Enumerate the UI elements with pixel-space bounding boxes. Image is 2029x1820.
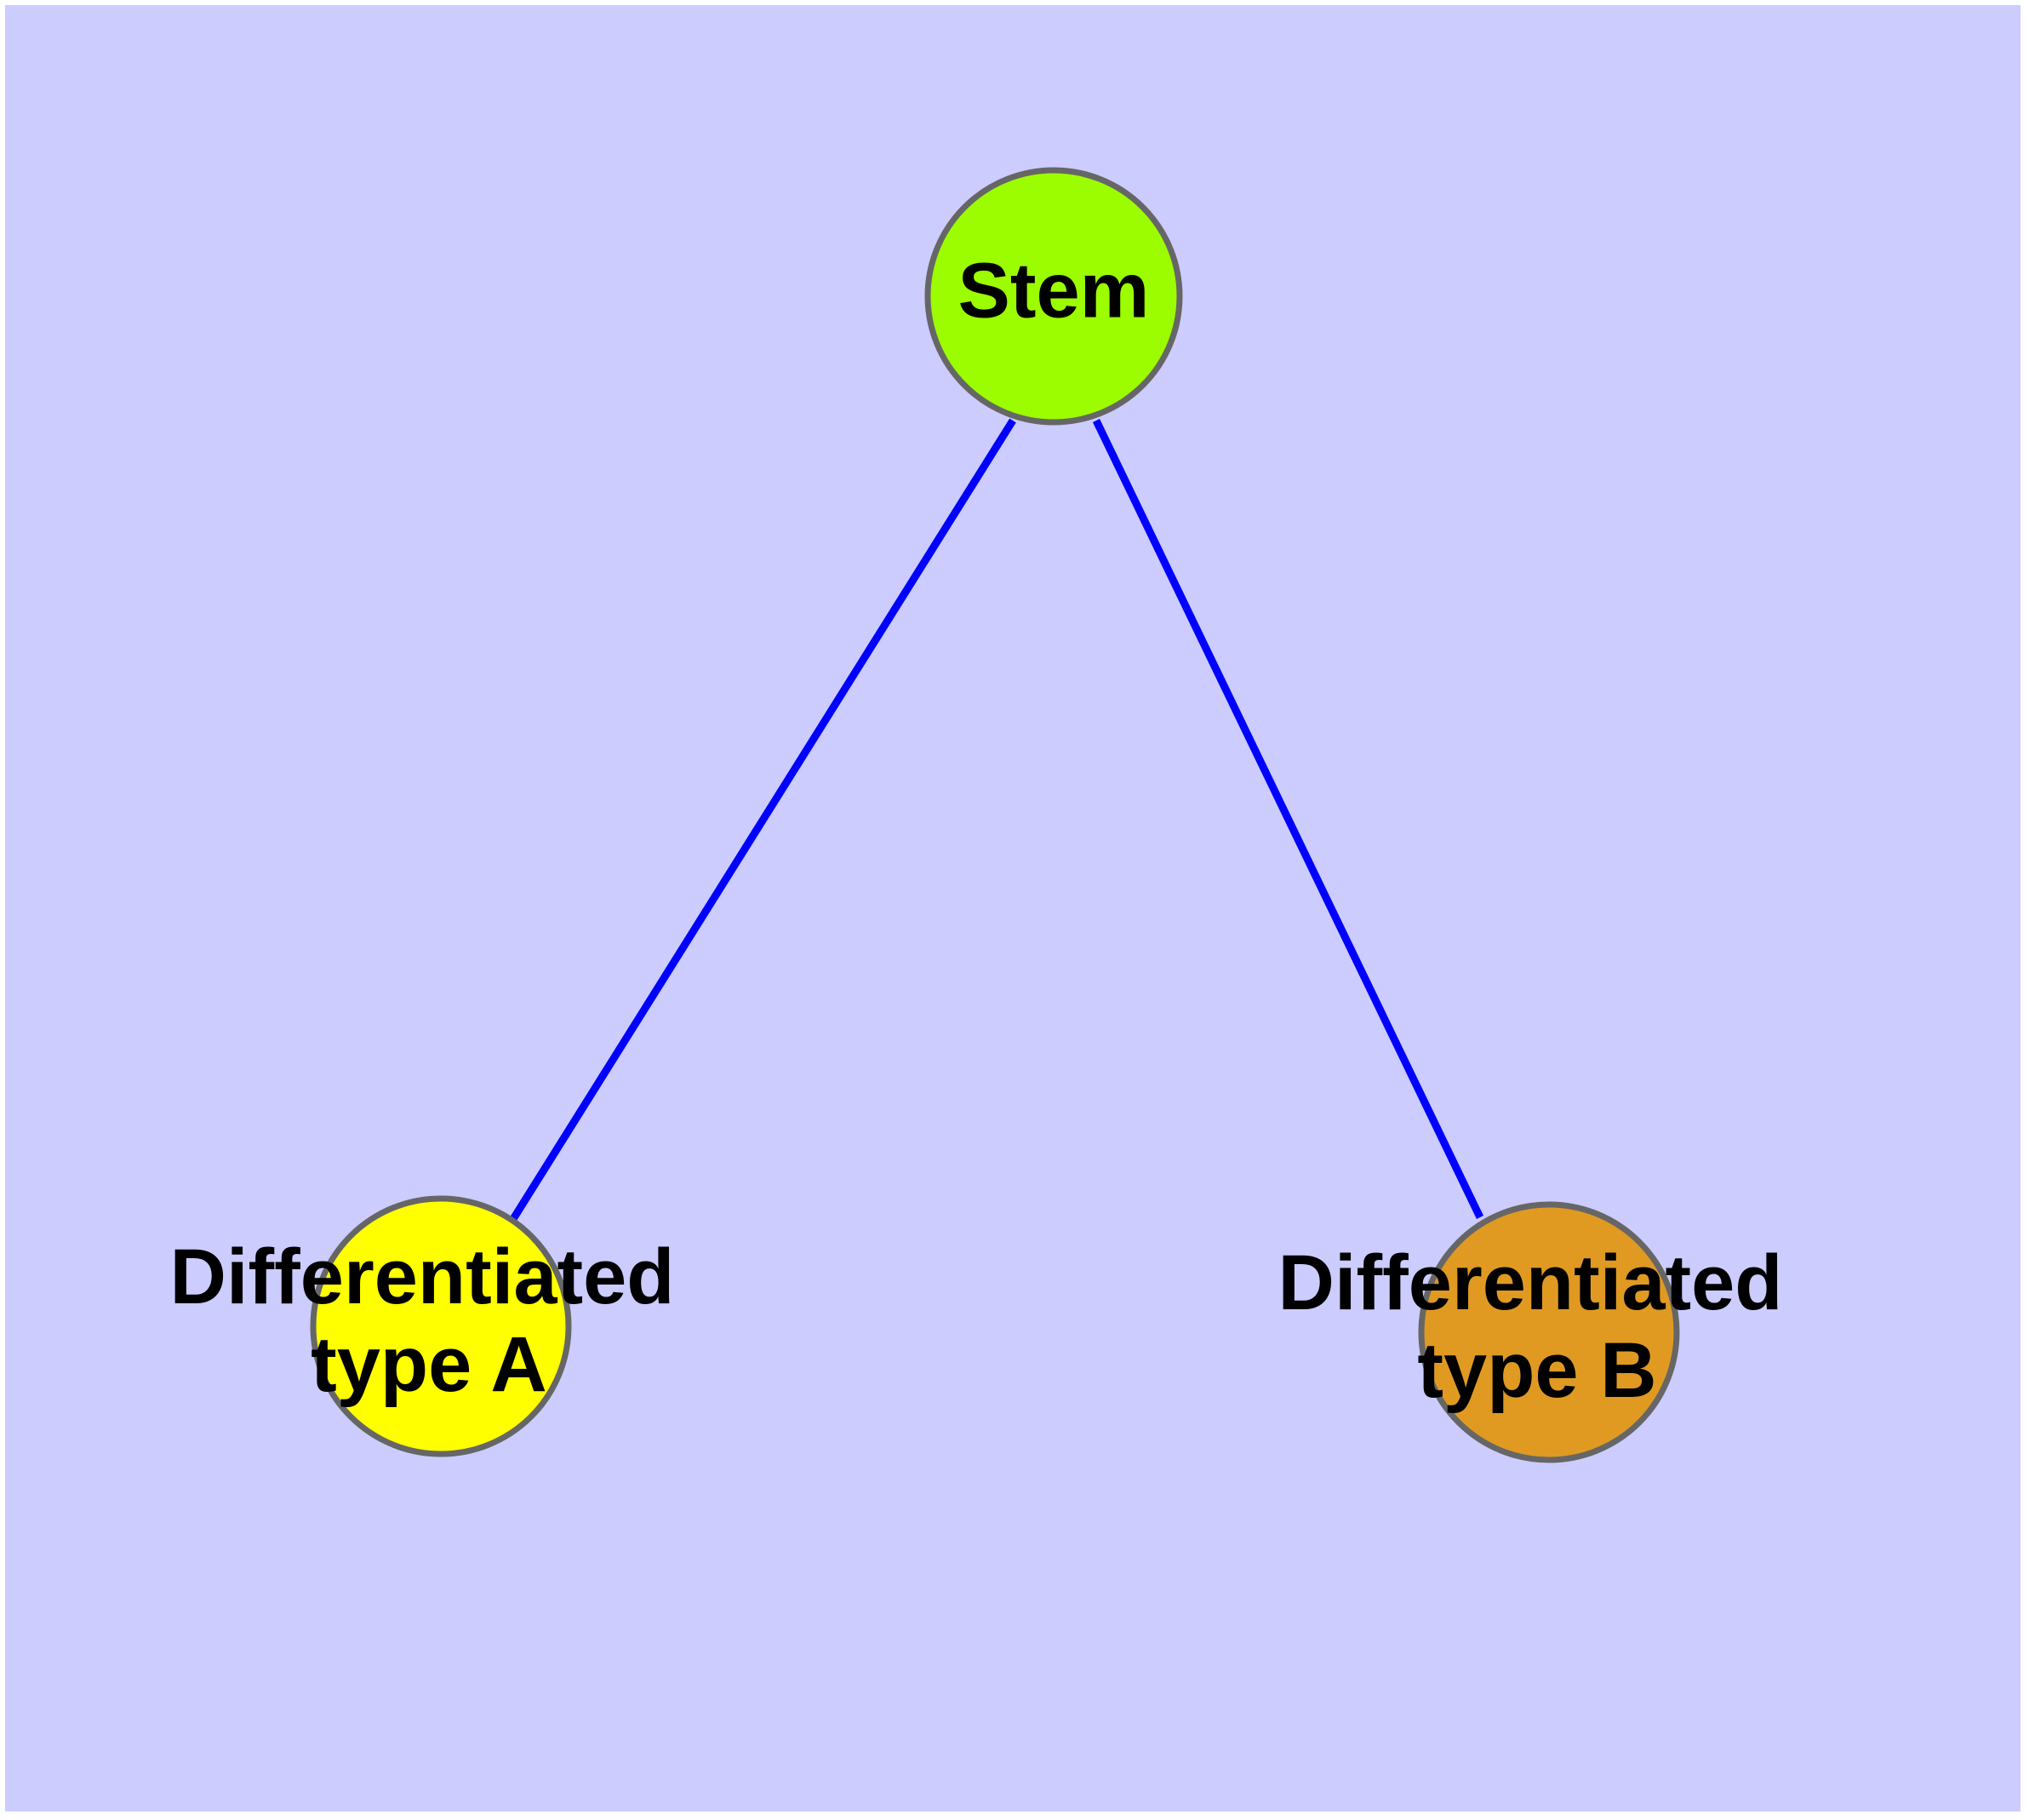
label-layer: Stem Differentiated type A Differentiate… bbox=[170, 247, 1783, 1414]
edge-stem-to-differentiated-type-b[interactable] bbox=[1092, 419, 1484, 1219]
node-stem[interactable] bbox=[924, 167, 1183, 426]
node-label-stem: Stem bbox=[958, 247, 1150, 334]
node-differentiated-type-a[interactable] bbox=[310, 1195, 572, 1457]
node-differentiated-type-b[interactable] bbox=[1418, 1201, 1680, 1463]
node-label-differentiated-type-a-line1: Differentiated bbox=[170, 1233, 675, 1320]
edge-stem-to-differentiated-type-a[interactable] bbox=[510, 418, 1016, 1222]
node-label-differentiated-type-a-line2: type A bbox=[311, 1321, 547, 1408]
edge-layer bbox=[510, 418, 1484, 1222]
node-label-differentiated-type-b-line2: type B bbox=[1417, 1327, 1656, 1414]
node-label-differentiated-type-b-line1: Differentiated bbox=[1278, 1239, 1783, 1326]
node-layer bbox=[310, 167, 1680, 1463]
